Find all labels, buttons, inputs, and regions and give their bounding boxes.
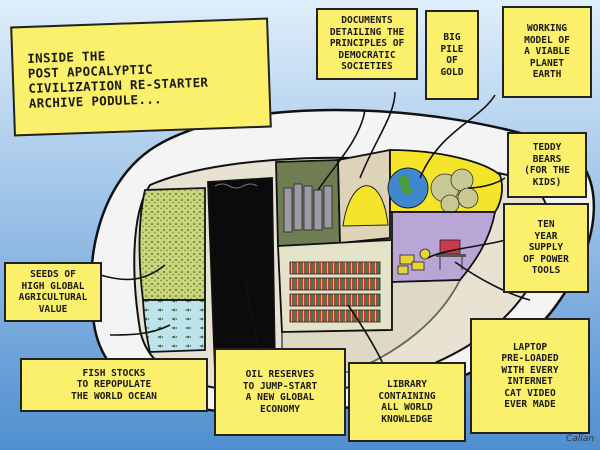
label-library: LIBRARY CONTAINING ALL WORLD KNOWLEDGE [348, 362, 466, 442]
label-gold: BIG PILE OF GOLD [425, 10, 479, 100]
label-teddy: TEDDY BEARS (FOR THE KIDS) [507, 132, 587, 198]
label-fish: FISH STOCKS TO REPOPULATE THE WORLD OCEA… [20, 358, 208, 412]
document-stacks [283, 183, 333, 233]
seeds-compartment [138, 187, 206, 301]
teddy-bears-pile [430, 168, 479, 214]
bookshelves [289, 261, 381, 323]
label-earth: WORKING MODEL OF A VIABLE PLANET EARTH [502, 6, 592, 98]
label-oil: OIL RESERVES TO JUMP-START A NEW GLOBAL … [214, 348, 346, 436]
title-banner: INSIDE THE POST APOCALYPTIC CIVILIZATION… [10, 17, 272, 137]
power-tools [397, 248, 431, 275]
gold-pile [342, 185, 389, 227]
pointer-lines [99, 91, 531, 376]
fish-compartment [142, 299, 206, 353]
label-laptop: LAPTOP PRE-LOADED WITH EVERY INTERNET CA… [470, 318, 590, 434]
label-documents: DOCUMENTS DETAILING THE PRINCIPLES OF DE… [316, 8, 418, 80]
label-tools: TEN YEAR SUPPLY OF POWER TOOLS [503, 203, 589, 293]
label-seeds: SEEDS OF HIGH GLOBAL AGRICULTURAL VALUE [4, 262, 102, 322]
oil-compartment [207, 177, 276, 373]
artist-signature: Callan [566, 434, 595, 444]
